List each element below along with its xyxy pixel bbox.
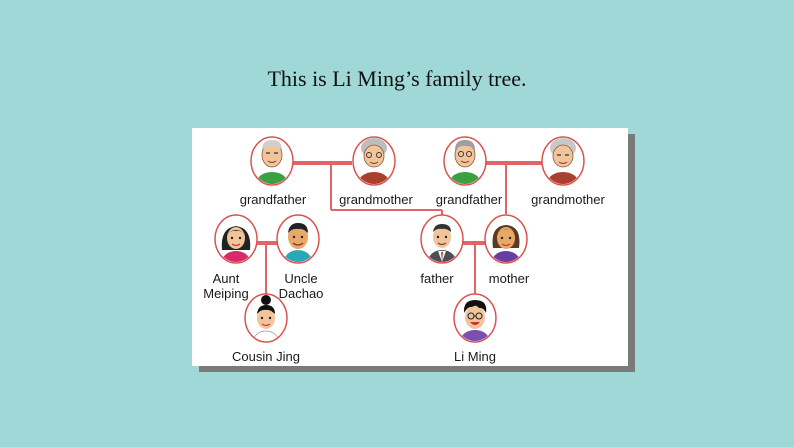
mother-label: mother [488, 271, 530, 286]
uncle-label-line1: Uncle [284, 271, 318, 286]
grandfather-portrait [250, 136, 294, 186]
cousin-portrait [244, 293, 288, 343]
uncle-label-line2: Dachao [278, 286, 324, 301]
page-title: This is Li Ming’s family tree. [267, 66, 527, 91]
grandmother-label: grandmother [531, 192, 605, 207]
grandmother-portrait [541, 136, 585, 186]
grandfather-label: grandfather [239, 192, 307, 207]
grandmother-label: grandmother [339, 192, 413, 207]
cousin-label: Cousin Jing [232, 349, 300, 364]
grandfather-portrait [443, 136, 487, 186]
aunt-label: Aunt Meiping [196, 271, 256, 301]
uncle-portrait [276, 214, 320, 264]
connector-lines [257, 161, 542, 295]
father-portrait [420, 214, 464, 264]
li-ming-portrait [453, 293, 497, 343]
aunt-label-line2: Meiping [203, 286, 249, 301]
mother-portrait [484, 214, 528, 264]
grandfather-label: grandfather [435, 192, 503, 207]
father-label: father [420, 271, 454, 286]
aunt-portrait [214, 214, 258, 264]
aunt-label-line1: Aunt [212, 271, 240, 286]
grandmother-portrait [352, 136, 396, 186]
li-ming-label: Li Ming [454, 349, 496, 364]
uncle-label: Uncle Dachao [271, 271, 331, 301]
